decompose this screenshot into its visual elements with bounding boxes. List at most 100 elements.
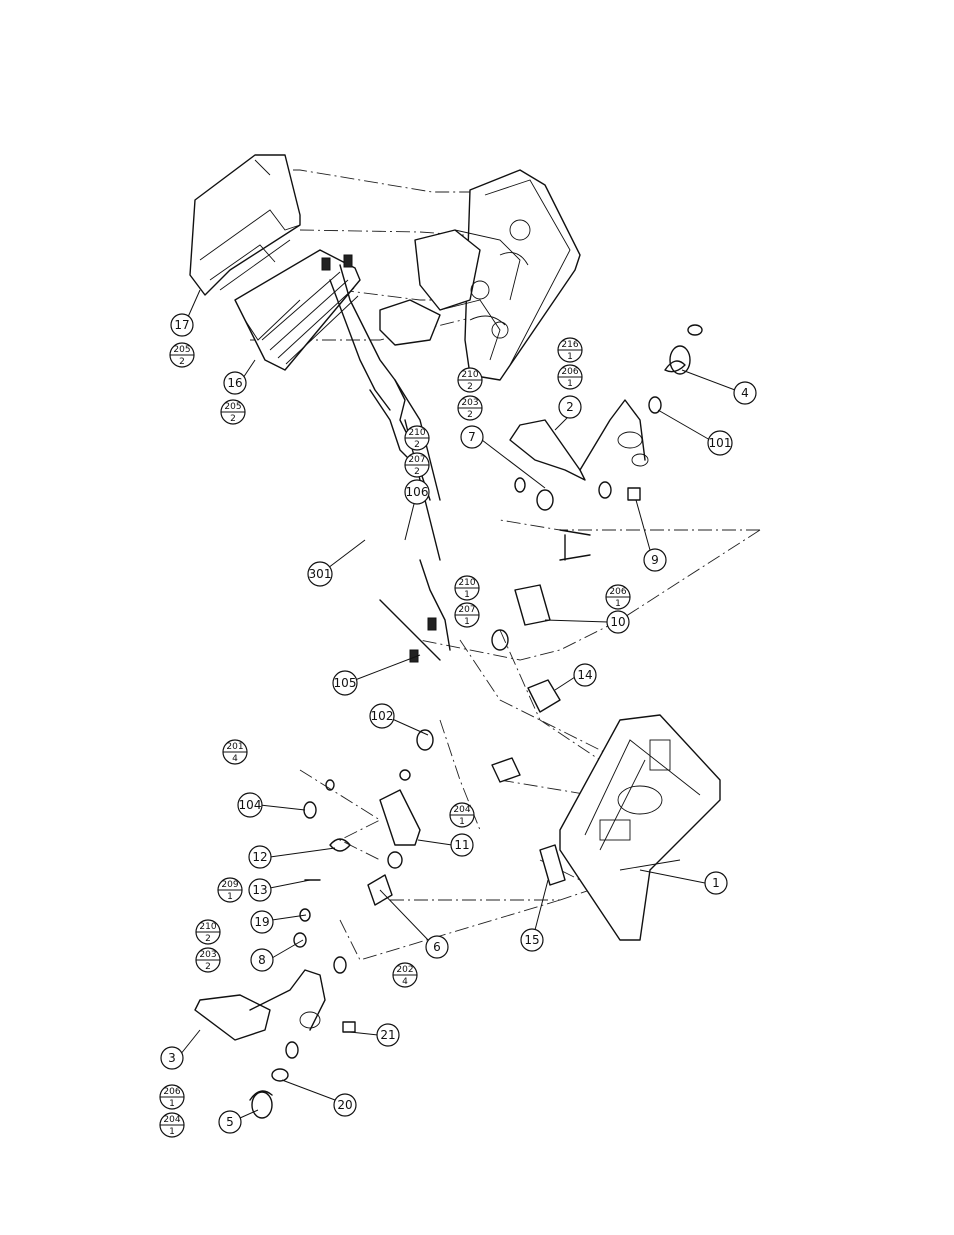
svg-text:205: 205 <box>224 402 241 412</box>
svg-text:8: 8 <box>258 953 266 967</box>
fastener-callout: 2041 <box>450 803 474 827</box>
callout-19: 19 <box>251 911 306 933</box>
fastener-callout: 2091 <box>218 878 242 902</box>
callout-301: 301 <box>308 540 365 586</box>
clutch-pedal-group <box>195 730 433 1118</box>
svg-text:1: 1 <box>567 379 573 389</box>
svg-text:210: 210 <box>458 578 475 588</box>
svg-text:13: 13 <box>252 883 267 897</box>
svg-text:210: 210 <box>461 370 478 380</box>
svg-text:2: 2 <box>179 357 185 367</box>
svg-text:209: 209 <box>221 880 238 890</box>
svg-text:1: 1 <box>567 352 573 362</box>
svg-text:5: 5 <box>226 1115 234 1129</box>
svg-text:2: 2 <box>467 410 473 420</box>
callout-2: 2 <box>555 396 581 430</box>
callout-3: 3 <box>161 1030 200 1069</box>
fastener-callout: 2052 <box>170 343 194 367</box>
svg-text:201: 201 <box>226 742 243 752</box>
callout-8: 8 <box>251 940 303 971</box>
callout-104: 104 <box>238 793 305 817</box>
svg-text:1: 1 <box>464 590 470 600</box>
callout-20: 20 <box>282 1080 356 1116</box>
callout-13: 13 <box>249 879 310 901</box>
callout-102: 102 <box>370 704 428 735</box>
svg-text:207: 207 <box>458 605 475 615</box>
svg-text:204: 204 <box>453 805 470 815</box>
svg-text:202: 202 <box>396 965 413 975</box>
small-blocks <box>492 680 565 885</box>
svg-text:1: 1 <box>169 1127 175 1137</box>
svg-text:104: 104 <box>239 798 262 812</box>
svg-text:1: 1 <box>615 599 621 609</box>
callout-101: 101 <box>658 410 732 455</box>
callout-4: 4 <box>682 370 756 404</box>
callout-9: 9 <box>636 500 666 571</box>
callout-5: 5 <box>219 1110 258 1133</box>
svg-text:20: 20 <box>337 1098 352 1112</box>
callout-105: 105 <box>333 655 420 695</box>
svg-text:4: 4 <box>741 386 749 400</box>
svg-text:16: 16 <box>227 376 242 390</box>
svg-text:207: 207 <box>408 455 425 465</box>
svg-text:10: 10 <box>610 615 625 629</box>
svg-text:17: 17 <box>174 318 189 332</box>
svg-text:105: 105 <box>334 676 357 690</box>
callout-14: 14 <box>555 664 596 690</box>
svg-text:203: 203 <box>199 950 216 960</box>
fastener-callout: 2102 <box>458 368 482 392</box>
svg-text:106: 106 <box>406 485 429 499</box>
callout-106: 106 <box>405 480 429 540</box>
svg-text:216: 216 <box>561 340 578 350</box>
svg-text:1: 1 <box>459 817 465 827</box>
svg-text:204: 204 <box>163 1115 180 1125</box>
brake-pedal-group <box>492 325 702 650</box>
svg-text:206: 206 <box>163 1087 180 1097</box>
svg-text:210: 210 <box>408 428 425 438</box>
svg-text:9: 9 <box>651 553 659 567</box>
svg-text:2: 2 <box>414 467 420 477</box>
svg-text:15: 15 <box>524 933 539 947</box>
assembled-pedal-box <box>380 170 580 380</box>
svg-text:101: 101 <box>709 436 732 450</box>
svg-text:2: 2 <box>205 934 211 944</box>
svg-text:1: 1 <box>712 876 720 890</box>
svg-text:7: 7 <box>468 430 476 444</box>
svg-text:4: 4 <box>402 977 408 987</box>
svg-text:12: 12 <box>252 850 267 864</box>
svg-text:206: 206 <box>561 367 578 377</box>
callout-15: 15 <box>521 880 548 951</box>
svg-text:21: 21 <box>380 1028 395 1042</box>
svg-text:301: 301 <box>309 567 332 581</box>
callout-12: 12 <box>249 846 335 868</box>
part-1-base-bracket <box>560 715 720 940</box>
svg-text:14: 14 <box>577 668 592 682</box>
callout-21: 21 <box>350 1024 399 1046</box>
svg-text:2: 2 <box>467 382 473 392</box>
svg-text:210: 210 <box>199 922 216 932</box>
svg-text:11: 11 <box>454 838 469 852</box>
svg-text:1: 1 <box>464 617 470 627</box>
callout-1: 1 <box>640 870 727 894</box>
svg-text:6: 6 <box>433 940 441 954</box>
svg-text:2: 2 <box>414 440 420 450</box>
svg-text:2: 2 <box>205 962 211 972</box>
callout-11: 11 <box>418 834 473 856</box>
svg-text:1: 1 <box>227 892 233 902</box>
svg-text:1: 1 <box>169 1099 175 1109</box>
svg-text:203: 203 <box>461 398 478 408</box>
svg-text:4: 4 <box>232 754 238 764</box>
